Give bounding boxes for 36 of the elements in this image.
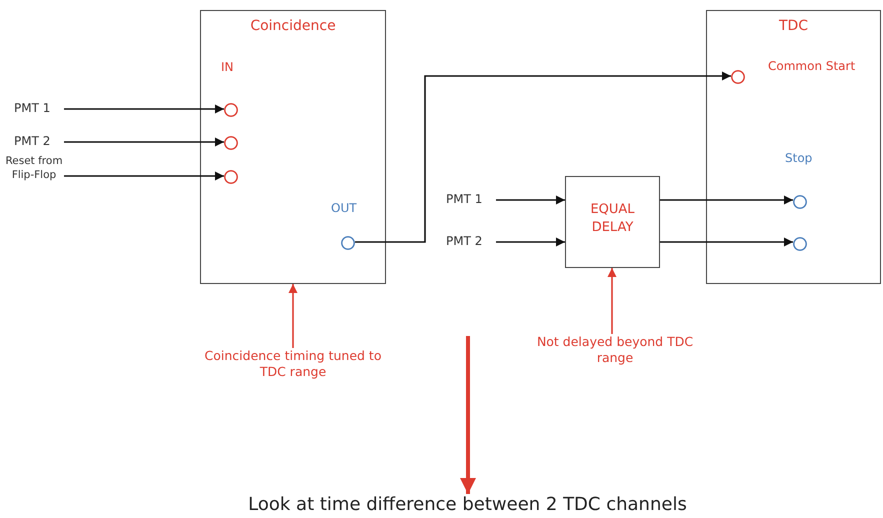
arrow (660, 196, 793, 204)
arrow (64, 172, 224, 180)
annotation-text: Not delayed beyond TDC range (520, 334, 710, 376)
signal-label: PMT 2 (14, 134, 64, 152)
port-circle (731, 70, 745, 84)
arrow (496, 238, 565, 246)
arrow (660, 238, 793, 246)
arrow (288, 284, 298, 348)
module-title: TDC (778, 18, 810, 34)
signal-label: PMT 2 (446, 234, 496, 252)
module-label: EQUAL DELAY (589, 201, 636, 237)
port-circle (793, 237, 807, 251)
signal-label: PMT 1 (14, 101, 64, 119)
port-label: Common Start (768, 59, 856, 73)
port-label: IN (221, 60, 234, 74)
signal-label: Reset from Flip-Flop (4, 155, 64, 189)
port-label: Stop (785, 151, 812, 165)
port-circle (793, 195, 807, 209)
module-title: Coincidence (249, 18, 337, 34)
arrow (496, 196, 565, 204)
arrow (64, 104, 224, 114)
annotation-text: Coincidence timing tuned to TDC range (196, 348, 390, 390)
arrow (608, 268, 616, 334)
module-box (706, 10, 881, 284)
arrow (355, 72, 731, 243)
conclusion-text: Look at time difference between 2 TDC channels (220, 494, 715, 516)
delay-box (565, 176, 660, 268)
port-circle (224, 170, 238, 184)
module-box (200, 10, 386, 284)
port-label: OUT (331, 201, 357, 215)
signal-label: PMT 1 (446, 192, 496, 210)
port-circle (341, 236, 355, 250)
arrow (64, 138, 224, 146)
port-circle (224, 136, 238, 150)
arrow (460, 336, 476, 494)
port-circle (224, 103, 238, 117)
